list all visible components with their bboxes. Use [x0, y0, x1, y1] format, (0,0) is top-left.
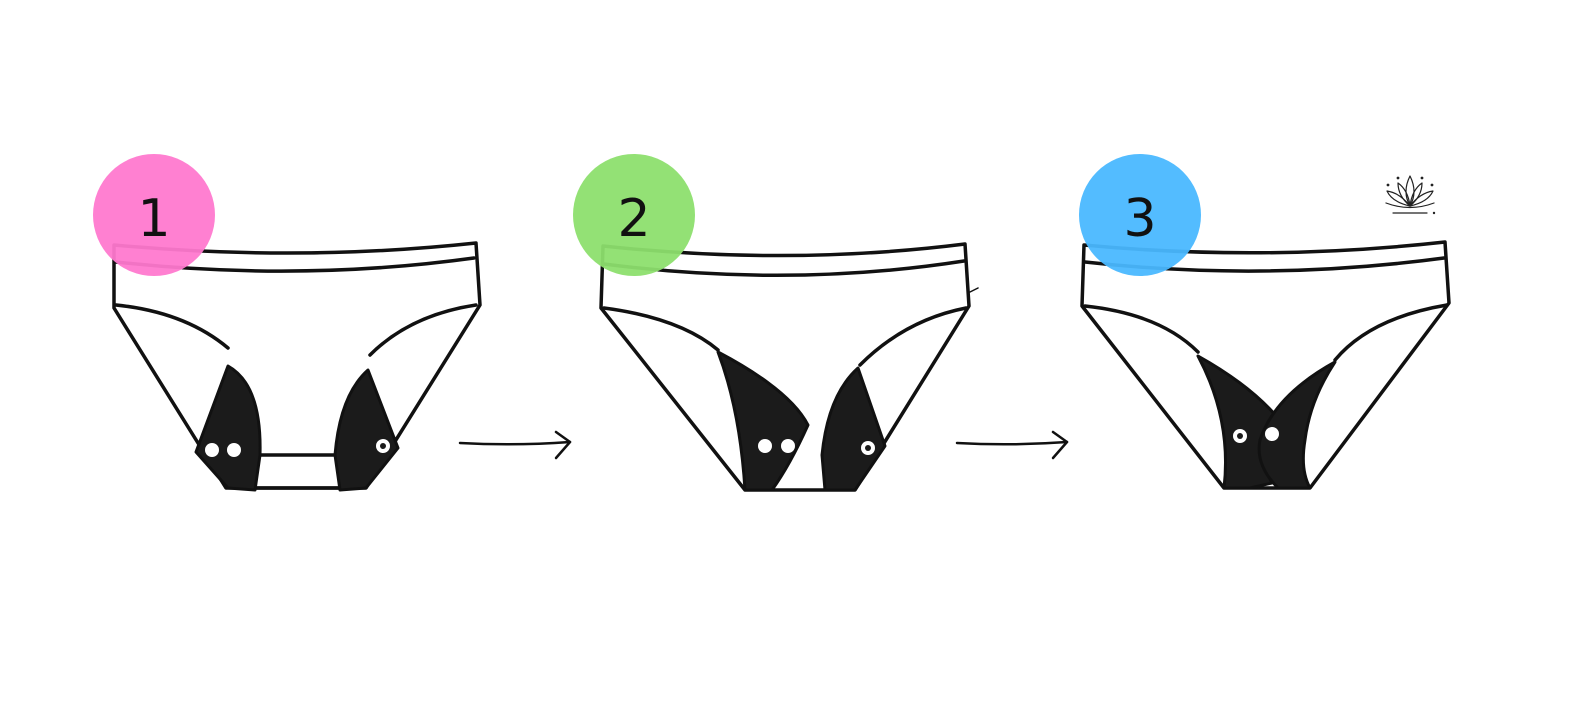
- lotus-icon: [1385, 175, 1436, 215]
- step-3-illustration: [1080, 240, 1451, 490]
- step-badge-3: 3: [1079, 154, 1201, 276]
- underwear-outline: [112, 241, 482, 490]
- snap-button: [781, 439, 795, 453]
- step-2-illustration: [599, 242, 979, 492]
- snap-wing-right: [820, 366, 887, 492]
- snap-button: [758, 439, 772, 453]
- snap-wing-left: [716, 350, 810, 492]
- step-number-label: 1: [137, 189, 170, 249]
- arrow-right-icon: [955, 430, 1069, 460]
- snap-button: [227, 443, 241, 457]
- snap-wing-right: [333, 368, 400, 492]
- snap-button: [1265, 427, 1279, 441]
- arrow-right-icon: [458, 430, 572, 460]
- snap-wing-left: [194, 364, 262, 492]
- step-1-illustration: [112, 241, 482, 492]
- step-badge-2: 2: [573, 154, 695, 276]
- step-number-label: 2: [617, 189, 650, 249]
- step-number-label: 3: [1123, 189, 1156, 249]
- step-badge-1: 1: [93, 154, 215, 276]
- snap-wing-right: [1257, 360, 1337, 490]
- snap-button: [205, 443, 219, 457]
